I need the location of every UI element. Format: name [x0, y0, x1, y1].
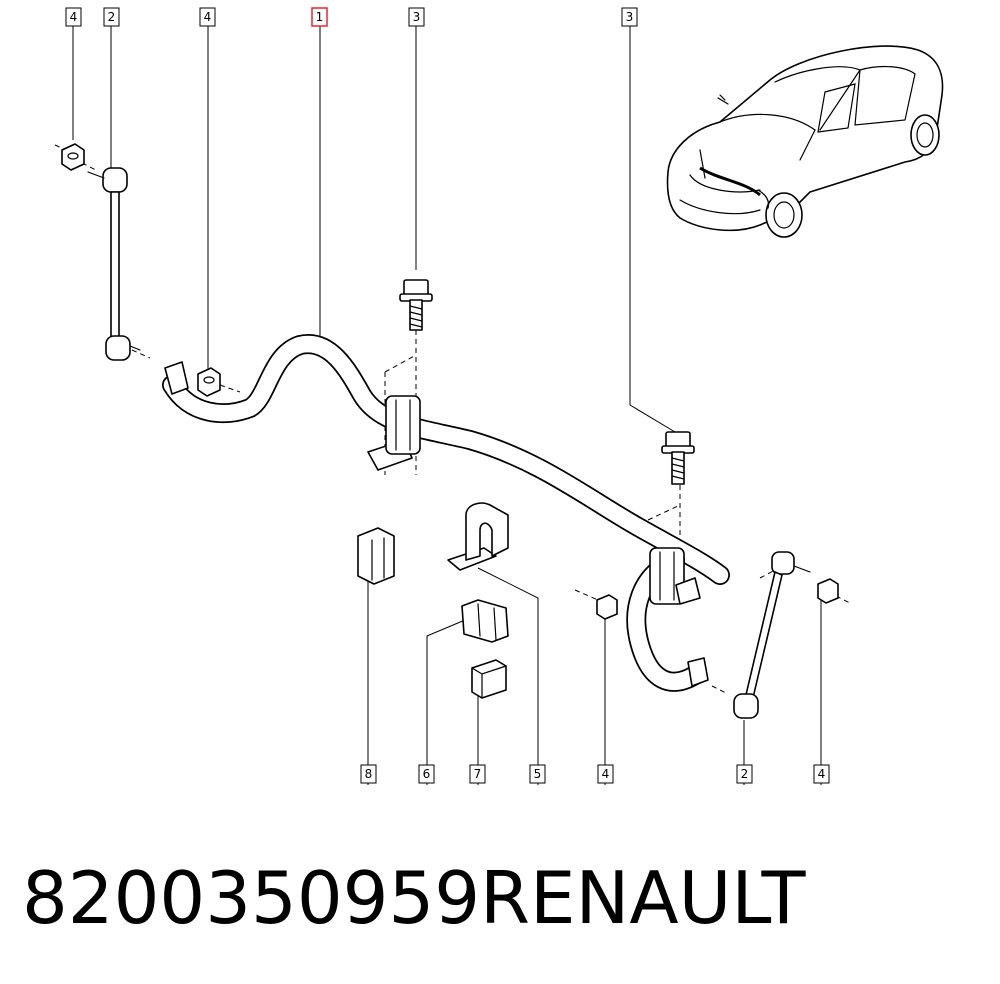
callout-4-top-a: 4 — [65, 7, 82, 27]
callout-2-bottom: 2 — [736, 764, 753, 784]
callout-6: 6 — [418, 764, 435, 784]
bolt-left — [399, 279, 433, 331]
callout-3-top-b: 3 — [621, 7, 638, 27]
svg-text:5: 5 — [534, 767, 542, 781]
anti-roll-bar — [162, 334, 730, 692]
svg-text:4: 4 — [70, 10, 78, 24]
brand-name-text: RENAULT — [480, 856, 806, 940]
svg-text:8: 8 — [365, 767, 373, 781]
callout-2-top: 2 — [103, 7, 120, 27]
right-bushing-assembly — [649, 547, 701, 605]
svg-text:4: 4 — [602, 767, 610, 781]
svg-text:2: 2 — [108, 10, 116, 24]
bushing-part-7 — [471, 659, 507, 699]
callout-4-top-b: 4 — [199, 7, 216, 27]
nut-right-link — [817, 578, 839, 604]
callout-7: 7 — [469, 764, 486, 784]
svg-text:3: 3 — [626, 10, 634, 24]
svg-text:4: 4 — [204, 10, 212, 24]
nut-top-left — [61, 143, 85, 171]
car-illustration — [666, 45, 944, 238]
callout-3-top-a: 3 — [408, 7, 425, 27]
part-number-text: 8200350959 — [22, 856, 481, 940]
callouts: 4 2 4 1 3 3 8 6 — [65, 7, 830, 784]
callout-5: 5 — [529, 764, 546, 784]
callout-1-highlighted: 1 — [311, 7, 328, 27]
callout-4-bottom-a: 4 — [597, 764, 614, 784]
callout-4-bottom-b: 4 — [813, 764, 830, 784]
nut-right-bar — [596, 594, 618, 620]
bolt-right — [661, 431, 695, 485]
bushing-part-6 — [461, 599, 509, 643]
bushing-part-8 — [357, 527, 395, 585]
svg-text:6: 6 — [423, 767, 431, 781]
nut-bar-left — [197, 367, 221, 397]
bracket-part-5 — [447, 502, 509, 571]
svg-text:7: 7 — [474, 767, 482, 781]
callout-8: 8 — [360, 764, 377, 784]
left-bushing-assembly — [367, 395, 421, 471]
svg-text:1: 1 — [316, 10, 324, 24]
svg-text:3: 3 — [413, 10, 421, 24]
link-right — [733, 551, 811, 719]
svg-text:4: 4 — [818, 767, 826, 781]
link-left — [87, 167, 141, 361]
svg-text:2: 2 — [741, 767, 749, 781]
